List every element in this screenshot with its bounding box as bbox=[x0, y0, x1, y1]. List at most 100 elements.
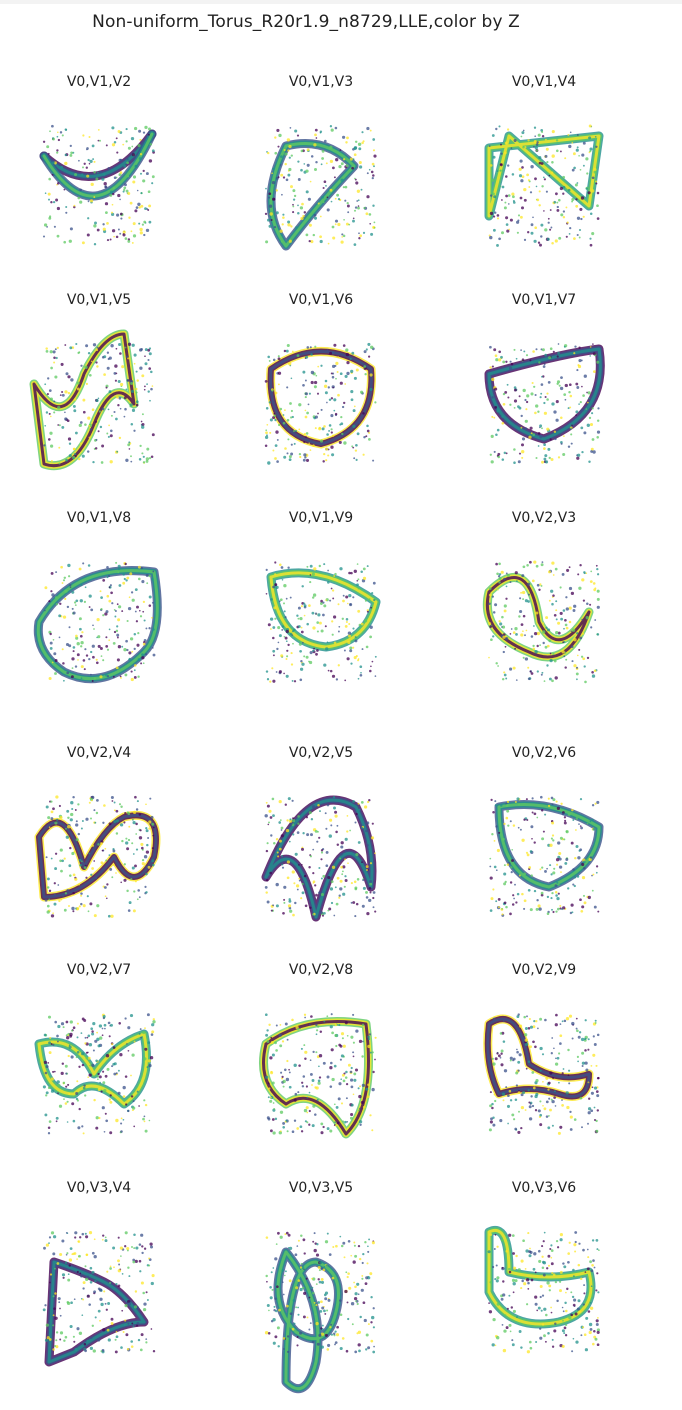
scatter-point bbox=[369, 1051, 372, 1054]
scatter-point bbox=[371, 822, 374, 825]
scatter-point bbox=[126, 847, 130, 851]
scatter-point bbox=[346, 830, 349, 833]
scatter-point bbox=[553, 1047, 555, 1050]
scatter-point bbox=[329, 599, 332, 602]
scatter-point bbox=[149, 1242, 153, 1246]
scatter-point bbox=[120, 1346, 123, 1349]
scatter-point bbox=[117, 1269, 121, 1273]
scatter-point bbox=[345, 1271, 348, 1274]
scatter-point bbox=[314, 168, 317, 171]
scatter-point bbox=[330, 880, 334, 884]
scatter-point bbox=[502, 1293, 506, 1297]
scatter-point bbox=[326, 641, 329, 644]
scatter-point bbox=[491, 377, 495, 382]
scatter-point bbox=[48, 198, 50, 201]
scatter-point bbox=[152, 1349, 156, 1353]
scatter-point bbox=[144, 348, 148, 352]
scatter-point bbox=[59, 1314, 62, 1317]
scatter-point bbox=[130, 1074, 132, 1077]
scatter-point bbox=[151, 847, 154, 850]
scatter-point bbox=[533, 139, 537, 144]
scatter-plot bbox=[489, 795, 604, 917]
scatter-point bbox=[151, 1274, 155, 1278]
scatter-point bbox=[52, 1314, 55, 1317]
scatter-point bbox=[496, 214, 500, 217]
scatter-point bbox=[512, 1291, 515, 1294]
scatter-point bbox=[374, 910, 377, 913]
scatter-point bbox=[131, 408, 136, 412]
scatter-point bbox=[143, 1302, 147, 1306]
scatter-point bbox=[115, 1118, 119, 1123]
scatter-point bbox=[596, 436, 599, 439]
scatter-point bbox=[91, 408, 95, 412]
scatter-point bbox=[90, 1274, 93, 1277]
scatter-point bbox=[75, 342, 78, 346]
scatter-point bbox=[518, 1053, 522, 1057]
scatter-point bbox=[274, 136, 277, 139]
scatter-point bbox=[316, 392, 320, 395]
scatter-point bbox=[276, 128, 280, 132]
scatter-point bbox=[535, 456, 538, 460]
scatter-point bbox=[84, 1036, 87, 1039]
scatter-point bbox=[80, 677, 83, 680]
scatter-point bbox=[314, 1313, 317, 1316]
scatter-point bbox=[274, 1297, 277, 1301]
scatter-point bbox=[361, 1277, 364, 1280]
scatter-point bbox=[310, 353, 313, 356]
scatter-point bbox=[287, 223, 291, 227]
scatter-point bbox=[591, 176, 595, 180]
scatter-point bbox=[325, 827, 328, 830]
scatter-point bbox=[528, 1250, 532, 1254]
scatter-point bbox=[582, 164, 585, 167]
scatter-point bbox=[320, 851, 324, 854]
scatter-point bbox=[492, 389, 495, 392]
scatter-point bbox=[109, 1094, 112, 1097]
scatter-point bbox=[124, 1075, 128, 1078]
scatter-point bbox=[556, 208, 560, 212]
scatter-point bbox=[90, 1027, 94, 1031]
scatter-point bbox=[85, 166, 88, 169]
scatter-point bbox=[129, 201, 133, 205]
scatter-point bbox=[290, 409, 293, 413]
scatter-point bbox=[288, 1279, 292, 1283]
scatter-point bbox=[509, 633, 512, 635]
scatter-point bbox=[308, 1296, 311, 1299]
scatter-point bbox=[543, 1307, 547, 1311]
scatter-point bbox=[583, 665, 586, 668]
scatter-point bbox=[514, 647, 517, 650]
scatter-point bbox=[323, 1336, 326, 1339]
scatter-point bbox=[67, 816, 70, 820]
scatter-point bbox=[370, 1321, 373, 1324]
scatter-band bbox=[484, 1016, 592, 1100]
scatter-point bbox=[148, 159, 153, 163]
scatter-point bbox=[516, 422, 518, 425]
scatter-point bbox=[597, 1076, 600, 1080]
scatter-point bbox=[543, 1334, 546, 1338]
scatter-point bbox=[499, 163, 503, 167]
scatter-point bbox=[361, 1274, 364, 1277]
scatter-point bbox=[147, 1041, 151, 1044]
scatter-point bbox=[290, 154, 293, 157]
scatter-point bbox=[59, 1338, 62, 1341]
scatter-point bbox=[277, 641, 280, 644]
scatter-point bbox=[362, 576, 367, 581]
scatter-point bbox=[131, 1322, 134, 1325]
scatter-point bbox=[54, 348, 57, 351]
scatter-point bbox=[574, 1231, 578, 1234]
scatter-point bbox=[587, 895, 591, 900]
scatter-point bbox=[563, 435, 565, 437]
scatter-point bbox=[52, 912, 54, 915]
scatter-point bbox=[84, 365, 88, 369]
scatter-point bbox=[77, 457, 81, 461]
scatter-point bbox=[361, 1083, 366, 1088]
scatter-point bbox=[358, 232, 360, 235]
scatter-point bbox=[336, 843, 340, 847]
scatter-band bbox=[269, 571, 378, 649]
scatter-point bbox=[54, 596, 58, 599]
scatter-point bbox=[350, 1302, 355, 1306]
scatter-point bbox=[553, 867, 556, 870]
scatter-point bbox=[363, 619, 368, 623]
scatter-point bbox=[489, 345, 492, 349]
scatter-point bbox=[80, 827, 83, 830]
scatter-point bbox=[119, 1246, 124, 1250]
